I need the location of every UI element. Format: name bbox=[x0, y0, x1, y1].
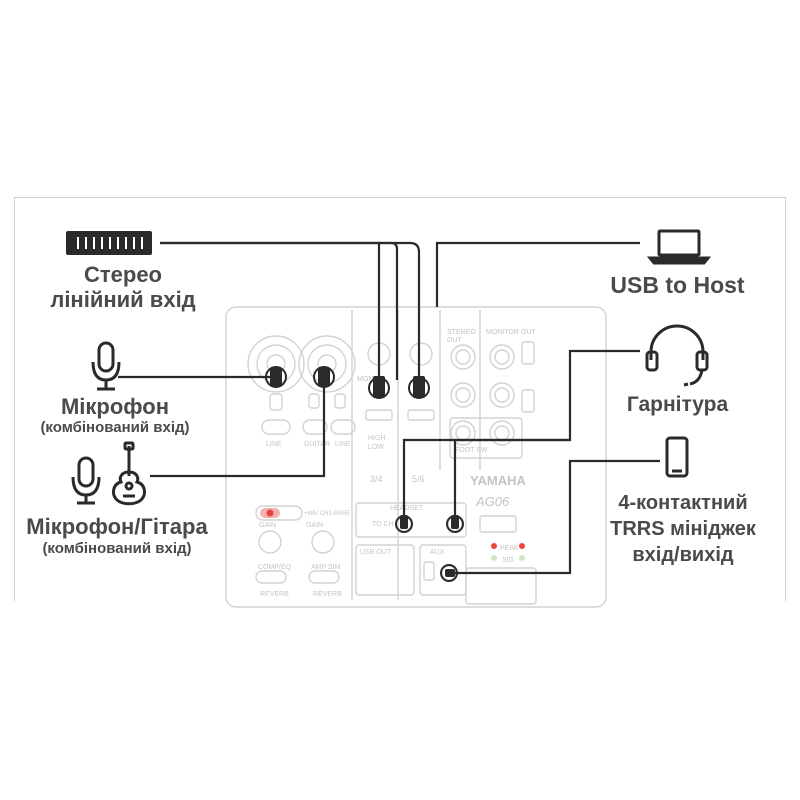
line-keyboard-56 bbox=[379, 241, 421, 380]
mic-guitar-label: Мікрофон/Гітара bbox=[26, 514, 208, 539]
headset-label: Гарнітура bbox=[626, 393, 729, 416]
usb-to-host-label: USB to Host bbox=[610, 272, 745, 298]
reverb-label-2: REVERB bbox=[313, 591, 342, 598]
mono-label: MONO bbox=[357, 376, 379, 383]
combo-jack-2 bbox=[298, 335, 356, 435]
sig-label: SIG bbox=[502, 557, 514, 564]
line-usb-host bbox=[435, 241, 640, 307]
plug-headset-2 bbox=[451, 515, 459, 529]
line-label-2: LINE bbox=[335, 441, 351, 448]
line-headset-2 bbox=[453, 438, 570, 518]
amp-sim-label: AMP SIM bbox=[311, 564, 341, 571]
plugs bbox=[270, 368, 459, 577]
connection-lines bbox=[118, 241, 660, 575]
to-ch-label: TO CH bbox=[372, 521, 394, 528]
line-label-1: LINE bbox=[266, 441, 282, 448]
device-leds bbox=[260, 508, 525, 561]
mic-guitar-sublabel: (комбінований вхід) bbox=[42, 540, 192, 557]
microphone-sublabel: (комбінований вхід) bbox=[40, 419, 190, 436]
comp-eq-label: COMP/EQ bbox=[258, 564, 292, 571]
aux-label: AUX bbox=[430, 549, 445, 556]
reverb-label-1: REVERB bbox=[260, 591, 289, 598]
phantom-label: +48V CH1-BARE bbox=[304, 511, 350, 517]
gain-label-2: GAIN bbox=[306, 522, 323, 529]
headphones-icon bbox=[645, 324, 709, 387]
diagram-frame bbox=[14, 197, 786, 601]
stereo-label-line2: лінійний вхід bbox=[50, 287, 196, 313]
plug-headset-1 bbox=[400, 515, 408, 529]
foot-sw-label: FOOT SW bbox=[455, 447, 488, 454]
stereo-label-line1: Стерео bbox=[83, 262, 162, 287]
plug-rings bbox=[265, 366, 464, 582]
trrs-label-line2: TRRS мініджек bbox=[610, 518, 756, 540]
ch56-label: 5/6 bbox=[412, 474, 425, 484]
microphone-label: Мікрофон bbox=[60, 394, 169, 419]
ag06-device bbox=[225, 306, 607, 608]
keyboard-icon bbox=[66, 231, 152, 255]
laptop-icon bbox=[646, 229, 712, 265]
device-labels: STEREO OUT MONITOR OUT MONO LINE GUITAR … bbox=[258, 329, 536, 598]
gain-label-1: GAIN bbox=[259, 522, 276, 529]
line-trrs bbox=[449, 459, 660, 575]
guitar-label: GUITAR bbox=[304, 441, 330, 448]
plug-trrs bbox=[445, 569, 455, 577]
microphone-icon-2 bbox=[71, 456, 101, 505]
brand-label: YAMAHA bbox=[470, 473, 526, 488]
stereo-out-label: STEREO bbox=[447, 329, 476, 336]
guitar-icon bbox=[112, 441, 146, 506]
trrs-label-line3: вхід/вихід bbox=[632, 544, 734, 566]
microphone-icon bbox=[91, 341, 121, 391]
plug-34 bbox=[373, 376, 385, 398]
low-label: LOW bbox=[368, 444, 384, 451]
smartphone-icon bbox=[665, 436, 689, 478]
stereo-out-label-2: OUT bbox=[447, 337, 463, 344]
model-label: AG06 bbox=[475, 494, 510, 509]
high-label: HIGH bbox=[368, 435, 386, 442]
line-mic-guitar bbox=[150, 377, 326, 478]
trrs-label-line1: 4-контактний bbox=[618, 492, 748, 514]
usb-out-label: USB OUT bbox=[360, 549, 392, 556]
line-keyboard-34b bbox=[390, 241, 399, 380]
ch34-label: 3/4 bbox=[370, 474, 383, 484]
plug-mic-guitar bbox=[318, 368, 330, 386]
plug-mic bbox=[270, 368, 282, 386]
monitor-out-label: MONITOR OUT bbox=[486, 329, 536, 336]
plug-56 bbox=[413, 376, 425, 398]
peak-label: PEAK bbox=[500, 545, 519, 552]
headset-device-label: HEADSET bbox=[390, 505, 424, 512]
